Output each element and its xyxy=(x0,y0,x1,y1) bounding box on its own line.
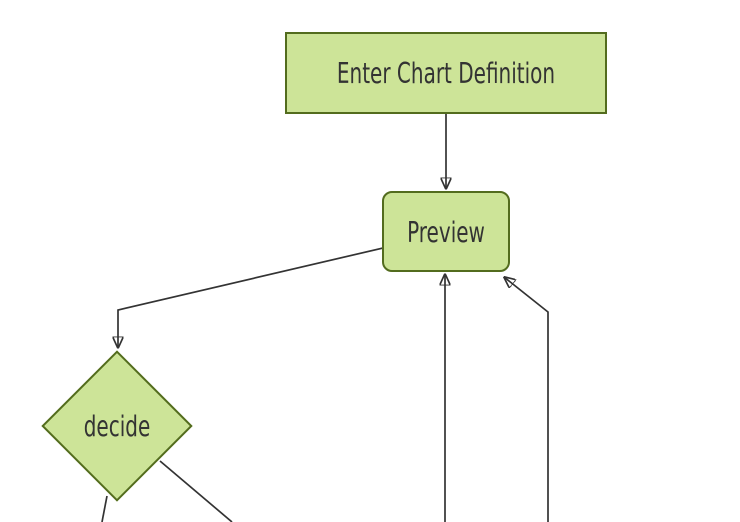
node-enter-chart-definition: Enter Chart Definition xyxy=(285,32,607,114)
node-preview-label: Preview xyxy=(407,214,485,249)
edge-decide-to-offscreen-left xyxy=(101,495,108,522)
node-decide-label: decide xyxy=(83,408,151,443)
node-decide: decide xyxy=(41,349,193,502)
edge-preview-to-decide xyxy=(118,247,384,348)
edge-offscreen-to-preview-corner xyxy=(504,277,549,522)
node-preview: Preview xyxy=(382,191,510,272)
edge-decide-to-offscreen-right xyxy=(159,460,233,522)
node-enter-chart-definition-label: Enter Chart Definition xyxy=(336,55,556,91)
